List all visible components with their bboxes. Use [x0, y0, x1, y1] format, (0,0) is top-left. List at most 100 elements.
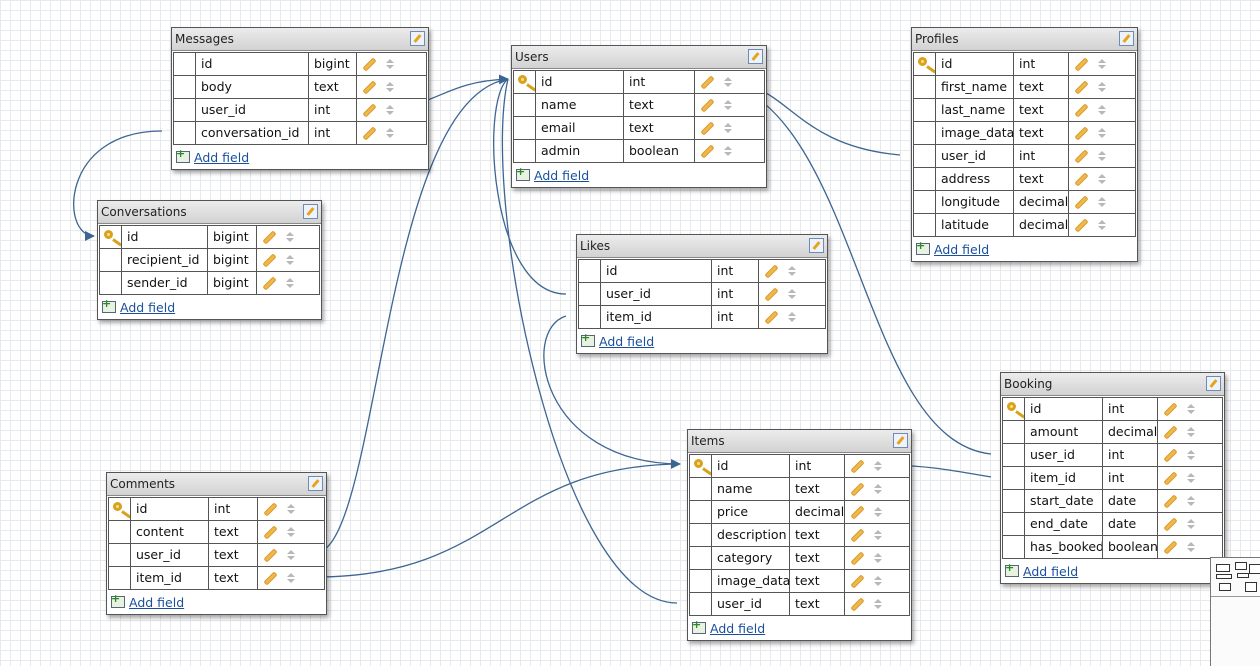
move-down-icon[interactable]	[1186, 502, 1195, 506]
edit-table-icon[interactable]	[410, 31, 425, 46]
move-down-icon[interactable]	[873, 513, 882, 517]
move-up-icon[interactable]	[1186, 519, 1195, 523]
move-down-icon[interactable]	[385, 111, 394, 115]
add-field-icon[interactable]	[692, 618, 706, 634]
edit-pencil-icon[interactable]	[1075, 150, 1088, 162]
add-field-link[interactable]: Add field	[194, 149, 250, 165]
add-field-link[interactable]: Add field	[120, 299, 176, 315]
edit-pencil-icon[interactable]	[765, 288, 778, 300]
reorder-arrows-icon[interactable]	[723, 123, 732, 133]
move-down-icon[interactable]	[285, 261, 294, 265]
move-down-icon[interactable]	[1186, 525, 1195, 529]
reorder-arrows-icon[interactable]	[787, 266, 796, 276]
table-users[interactable]: UsersidintnametextemailtextadminbooleanA…	[511, 45, 767, 188]
move-down-icon[interactable]	[286, 510, 295, 514]
edit-pencil-icon[interactable]	[264, 549, 277, 561]
add-field-icon[interactable]	[1005, 561, 1019, 577]
reorder-arrows-icon[interactable]	[723, 77, 732, 87]
add-field-icon[interactable]	[111, 592, 125, 608]
table-header[interactable]: Conversations	[98, 201, 321, 224]
edit-pencil-icon[interactable]	[263, 254, 276, 266]
edit-pencil-icon[interactable]	[1164, 541, 1177, 553]
reorder-arrows-icon[interactable]	[787, 312, 796, 322]
edit-table-icon[interactable]	[1206, 376, 1221, 391]
move-down-icon[interactable]	[873, 490, 882, 494]
move-up-icon[interactable]	[787, 266, 796, 270]
move-down-icon[interactable]	[1097, 134, 1106, 138]
edit-pencil-icon[interactable]	[1164, 472, 1177, 484]
reorder-arrows-icon[interactable]	[873, 553, 882, 563]
edit-pencil-icon[interactable]	[263, 231, 276, 243]
move-down-icon[interactable]	[873, 467, 882, 471]
reorder-arrows-icon[interactable]	[385, 105, 394, 115]
move-down-icon[interactable]	[1186, 410, 1195, 414]
move-down-icon[interactable]	[873, 536, 882, 540]
move-up-icon[interactable]	[873, 553, 882, 557]
edit-pencil-icon[interactable]	[1075, 196, 1088, 208]
edit-pencil-icon[interactable]	[851, 506, 864, 518]
minimap-panel[interactable]	[1210, 557, 1260, 666]
edit-pencil-icon[interactable]	[1075, 104, 1088, 116]
move-up-icon[interactable]	[385, 82, 394, 86]
edit-pencil-icon[interactable]	[1075, 58, 1088, 70]
move-down-icon[interactable]	[723, 152, 732, 156]
move-down-icon[interactable]	[286, 556, 295, 560]
edit-pencil-icon[interactable]	[363, 58, 376, 70]
edit-table-icon[interactable]	[748, 49, 763, 64]
reorder-arrows-icon[interactable]	[1186, 450, 1195, 460]
move-up-icon[interactable]	[723, 77, 732, 81]
edit-pencil-icon[interactable]	[851, 575, 864, 587]
table-header[interactable]: Messages	[172, 28, 428, 51]
add-field-link[interactable]: Add field	[934, 241, 990, 257]
move-down-icon[interactable]	[723, 129, 732, 133]
edit-pencil-icon[interactable]	[851, 460, 864, 472]
move-up-icon[interactable]	[787, 289, 796, 293]
reorder-arrows-icon[interactable]	[873, 484, 882, 494]
edit-pencil-icon[interactable]	[851, 598, 864, 610]
move-up-icon[interactable]	[286, 550, 295, 554]
edit-pencil-icon[interactable]	[701, 122, 714, 134]
reorder-arrows-icon[interactable]	[1097, 197, 1106, 207]
move-up-icon[interactable]	[286, 527, 295, 531]
move-down-icon[interactable]	[1186, 433, 1195, 437]
edit-pencil-icon[interactable]	[264, 572, 277, 584]
move-up-icon[interactable]	[873, 484, 882, 488]
reorder-arrows-icon[interactable]	[1186, 519, 1195, 529]
add-field-icon[interactable]	[176, 147, 190, 163]
edit-pencil-icon[interactable]	[1164, 495, 1177, 507]
move-up-icon[interactable]	[1097, 82, 1106, 86]
edit-pencil-icon[interactable]	[264, 503, 277, 515]
move-up-icon[interactable]	[285, 232, 294, 236]
move-up-icon[interactable]	[385, 59, 394, 63]
move-down-icon[interactable]	[787, 295, 796, 299]
move-down-icon[interactable]	[1186, 456, 1195, 460]
add-field-icon[interactable]	[102, 297, 116, 313]
move-up-icon[interactable]	[1097, 197, 1106, 201]
move-down-icon[interactable]	[1097, 180, 1106, 184]
move-down-icon[interactable]	[286, 533, 295, 537]
move-up-icon[interactable]	[723, 100, 732, 104]
edit-table-icon[interactable]	[303, 204, 318, 219]
reorder-arrows-icon[interactable]	[286, 504, 295, 514]
move-up-icon[interactable]	[1097, 174, 1106, 178]
move-up-icon[interactable]	[286, 573, 295, 577]
reorder-arrows-icon[interactable]	[286, 527, 295, 537]
